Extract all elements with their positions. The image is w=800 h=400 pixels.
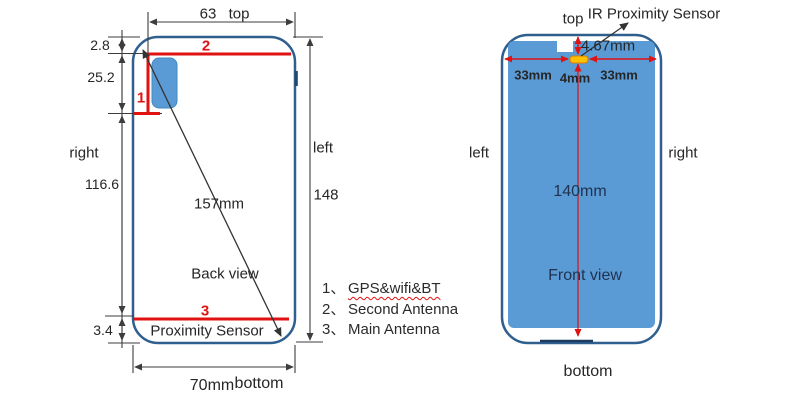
front-dim-33-left: 33mm <box>514 67 552 83</box>
legend-label-main-antenna: Main Antenna <box>348 321 440 338</box>
legend-item-main-antenna: 3、Main Antenna <box>322 318 440 339</box>
back-proximity-sensor-label: Proximity Sensor <box>150 322 264 340</box>
ir-proximity-sensor-element <box>569 55 589 64</box>
antenna-marker-3: 3 <box>200 302 210 320</box>
back-bottom-width-dim: 70mm <box>189 377 235 394</box>
legend-num-2: 2、 <box>322 301 346 318</box>
back-top-side-label: top <box>228 5 250 23</box>
back-dim-2-8: 2.8 <box>90 37 110 53</box>
front-view-title: Front view <box>548 267 622 284</box>
legend-num-3: 3、 <box>322 321 346 338</box>
legend-item-second-antenna: 2、Second Antenna <box>322 298 458 319</box>
front-view-dimension-lines <box>504 36 657 337</box>
back-dim-3-4: 3.4 <box>93 322 113 338</box>
antenna-marker-2: 2 <box>201 37 211 55</box>
back-bottom-side-label: bottom <box>234 375 284 392</box>
front-top-side-label: top <box>562 10 584 28</box>
front-view-phone-outline <box>500 33 663 345</box>
back-left-side-label: left <box>312 139 334 157</box>
legend-label-second-antenna: Second Antenna <box>348 301 459 318</box>
front-screen <box>508 41 655 328</box>
back-view-title: Back view <box>191 265 259 283</box>
front-dim-4-67: 4.67mm <box>580 37 636 55</box>
back-dim-148: 148 <box>313 186 339 204</box>
front-dim-4: 4mm <box>559 70 591 86</box>
front-dim-33-right: 33mm <box>600 67 638 83</box>
legend-num-1: 1、 <box>322 280 346 297</box>
diagonal-dimension-line <box>142 49 282 337</box>
back-view-dimension-lines <box>105 12 323 373</box>
back-right-side-label: right <box>69 144 99 162</box>
front-right-side-label: right <box>668 144 698 162</box>
legend-item-gps: 1、GPS&wifi&BT <box>322 277 441 298</box>
front-left-side-label: left <box>468 144 490 162</box>
sensor-callout-arrow <box>580 22 629 57</box>
legend-label-gps: GPS&wifi&BT <box>348 280 441 297</box>
back-diagonal-dim: 157mm <box>193 195 245 213</box>
antenna-marker-1: 1 <box>136 89 146 107</box>
gps-antenna-element <box>151 57 178 109</box>
screen-notch <box>557 39 573 52</box>
front-bottom-side-label: bottom <box>563 363 613 380</box>
back-dim-116-6: 116.6 <box>85 176 119 192</box>
front-dim-140: 140mm <box>553 183 607 200</box>
back-top-width-dim: 63 <box>199 5 217 23</box>
front-ir-sensor-label: IR Proximity Sensor <box>587 5 721 23</box>
back-dim-25-2: 25.2 <box>87 69 115 85</box>
